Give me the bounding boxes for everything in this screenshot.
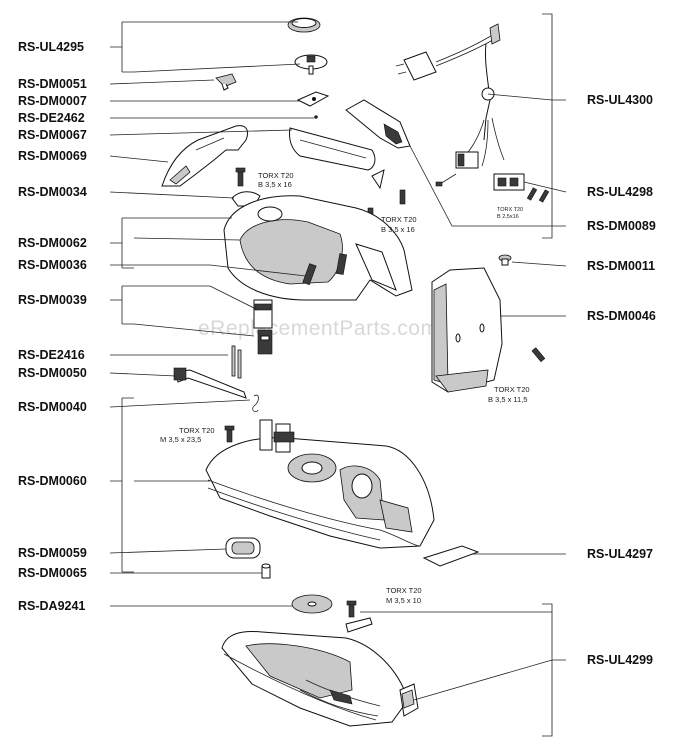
watermark: eReplacementParts.com <box>198 317 438 340</box>
parts-drawing <box>161 17 550 727</box>
small-spring-part <box>252 394 259 413</box>
label-rs-dm0059: RS-DM0059 <box>18 546 87 560</box>
label-rs-ul4300: RS-UL4300 <box>587 93 653 107</box>
spring-rod-part <box>231 345 236 377</box>
screw-notes: TORX T20 B 3,5 x 16 TORX T20 B 3,5 x 16 … <box>160 171 530 605</box>
clip-part <box>215 73 237 87</box>
small-screw-note-line1: TORX T20 <box>497 207 523 213</box>
insulation-sheet-part <box>422 545 480 567</box>
screw-note-line2: B 3,5 x 16 <box>258 180 292 189</box>
label-rs-de2416: RS-DE2416 <box>18 348 85 362</box>
label-rs-ul4295: RS-UL4295 <box>18 40 84 54</box>
rear-cover-part <box>431 267 503 393</box>
label-rs-dm0039: RS-DM0039 <box>18 293 87 307</box>
label-rs-dm0069: RS-DM0069 <box>18 149 87 163</box>
label-rs-dm0034: RS-DM0034 <box>18 185 87 199</box>
screw-note-line1: TORX T20 <box>494 385 530 394</box>
label-rs-dm0040: RS-DM0040 <box>18 400 87 414</box>
screw-note-line2: M 3,5 x 23,5 <box>160 435 201 444</box>
label-rs-de2462: RS-DE2462 <box>18 111 85 125</box>
label-rs-dm0062: RS-DM0062 <box>18 236 87 250</box>
label-rs-dm0011: RS-DM0011 <box>587 259 655 273</box>
small-screw-note-line2: B 2,5x16 <box>497 214 519 220</box>
label-rs-ul4298: RS-UL4298 <box>587 185 653 199</box>
label-rs-dm0007: RS-DM0007 <box>18 94 87 108</box>
label-rs-dm0089: RS-DM0089 <box>587 219 656 233</box>
right-labels: RS-UL4300 RS-UL4298 RS-DM0089 RS-DM0011 … <box>587 93 656 667</box>
label-rs-dm0046: RS-DM0046 <box>587 309 656 323</box>
screw-note-line1: TORX T20 <box>258 171 294 180</box>
label-rs-dm0067: RS-DM0067 <box>18 128 87 142</box>
label-rs-dm0036: RS-DM0036 <box>18 258 87 272</box>
label-rs-dm0050: RS-DM0050 <box>18 366 87 380</box>
leader-lines <box>109 13 567 737</box>
screw-note-line1: TORX T20 <box>381 215 417 224</box>
label-rs-dm0060: RS-DM0060 <box>18 474 87 488</box>
left-labels: RS-UL4295 RS-DM0051 RS-DM0007 RS-DE2462 … <box>18 40 87 613</box>
label-rs-dm0051: RS-DM0051 <box>18 77 87 91</box>
label-rs-dm0065: RS-DM0065 <box>18 566 87 580</box>
screw-note-line2: M 3,5 x 10 <box>386 596 421 605</box>
label-rs-ul4299: RS-UL4299 <box>587 653 653 667</box>
pin-part <box>314 115 318 119</box>
screw-note-line2: B 3,5 x 16 <box>381 225 415 234</box>
power-plug-part <box>403 51 437 81</box>
screw-note-line1: TORX T20 <box>179 426 215 435</box>
screw-note-line2: B 3,5 x 11,5 <box>488 395 527 404</box>
steam-lever-part <box>175 369 247 399</box>
iron-body-part <box>205 437 435 549</box>
label-rs-ul4297: RS-UL4297 <box>587 547 653 561</box>
label-rs-da9241: RS-DA9241 <box>18 599 85 613</box>
screw-note-line1: TORX T20 <box>386 586 422 595</box>
